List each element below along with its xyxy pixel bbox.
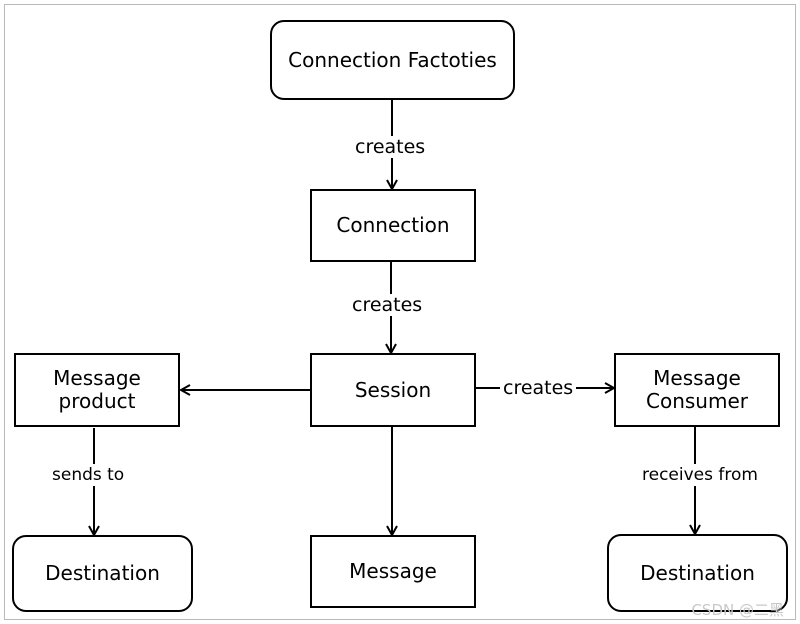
- watermark-text: CSDN @二黑: [691, 601, 784, 619]
- edge-label-consumer-destination: receives from: [639, 464, 761, 486]
- node-message: Message: [310, 535, 476, 608]
- edge-label-factories-connection: creates: [352, 136, 429, 158]
- node-destination-left: Destination: [12, 535, 193, 612]
- node-connection-factories: Connection Factoties: [270, 20, 515, 100]
- edge-label-product-destination: sends to: [49, 464, 128, 486]
- node-session: Session: [310, 353, 476, 427]
- node-message-product: Message product: [14, 353, 180, 427]
- edge-label-session-consumer: creates: [500, 377, 577, 399]
- node-connection: Connection: [310, 189, 476, 262]
- node-message-consumer: Message Consumer: [614, 353, 780, 427]
- diagram-frame: [4, 4, 796, 620]
- edge-label-connection-session: creates: [349, 294, 426, 316]
- node-destination-right: Destination: [607, 534, 788, 612]
